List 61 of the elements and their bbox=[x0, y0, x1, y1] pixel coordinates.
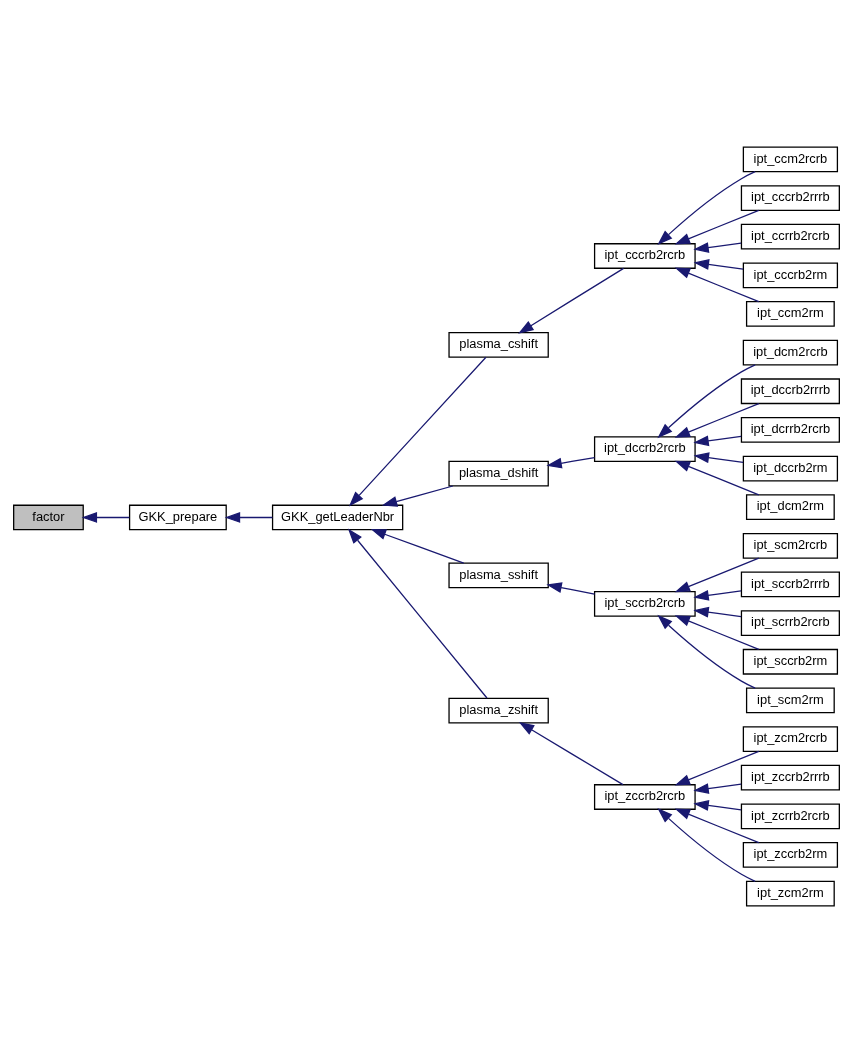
node-box: ipt_zcm2rcrb bbox=[742, 726, 839, 752]
node-box: ipt_cccrb2rrrb bbox=[740, 185, 840, 211]
node-box: factor bbox=[13, 504, 84, 531]
node-box: ipt_sccrb2rm bbox=[742, 648, 839, 675]
arrow bbox=[348, 356, 487, 507]
arrow bbox=[657, 364, 756, 439]
arrow bbox=[657, 171, 756, 245]
node-box: ipt_zccrb2rm bbox=[742, 842, 839, 868]
node-box: ipt_sccrb2rcrb bbox=[593, 590, 696, 617]
arrow bbox=[546, 456, 596, 469]
node-box: ipt_zccrb2rcrb bbox=[593, 784, 696, 810]
node-box: ipt_sccrb2rrrb bbox=[740, 571, 840, 598]
arrow bbox=[693, 242, 742, 253]
arrow bbox=[674, 402, 760, 438]
arrow bbox=[674, 557, 760, 593]
arrow bbox=[81, 512, 130, 523]
arrow bbox=[674, 750, 760, 786]
arrow bbox=[657, 808, 756, 882]
arrow bbox=[224, 512, 274, 523]
arrow bbox=[693, 452, 744, 464]
arrow bbox=[657, 614, 756, 689]
node-box: plasma_zshift bbox=[448, 697, 549, 724]
node-box: ipt_scrrb2rcrb bbox=[740, 610, 840, 636]
arrow bbox=[693, 259, 744, 270]
node-box: ipt_dcm2rcrb bbox=[742, 339, 839, 366]
node-box: ipt_dccrb2rcrb bbox=[593, 436, 696, 463]
arrow bbox=[674, 267, 760, 303]
node-box: GKK_prepare bbox=[128, 504, 227, 531]
arrow bbox=[693, 435, 742, 447]
arrow bbox=[370, 529, 465, 564]
node-box: ipt_dcm2rm bbox=[745, 494, 835, 521]
arrow bbox=[674, 808, 760, 844]
node-box: ipt_dcrrb2rcrb bbox=[740, 417, 840, 443]
arrow bbox=[518, 267, 625, 334]
node-box: ipt_cccrb2rcrb bbox=[593, 243, 696, 269]
node-box: ipt_dccrb2rrrb bbox=[740, 378, 840, 405]
arrow bbox=[381, 485, 454, 507]
arrow bbox=[674, 460, 760, 496]
arrow bbox=[693, 783, 742, 794]
node-box: plasma_cshift bbox=[448, 332, 549, 358]
node-box: ipt_zcrrb2rcrb bbox=[740, 803, 840, 830]
arrow bbox=[693, 589, 742, 601]
node-box: ipt_ccm2rm bbox=[745, 301, 835, 327]
node-box: GKK_getLeaderNbr bbox=[271, 504, 404, 531]
node-box: ipt_zcm2rm bbox=[745, 880, 835, 907]
arrow bbox=[674, 209, 760, 245]
node-box: plasma_sshift bbox=[448, 562, 549, 589]
node-box: plasma_dshift bbox=[448, 460, 549, 487]
arrow bbox=[546, 582, 596, 595]
node-box: ipt_cccrb2rm bbox=[742, 262, 839, 289]
arrow bbox=[693, 800, 742, 811]
node-box: ipt_zccrb2rrrb bbox=[740, 764, 840, 791]
arrow bbox=[347, 528, 488, 699]
node-box: ipt_dccrb2rm bbox=[742, 455, 839, 482]
arrow bbox=[693, 606, 742, 618]
arrow bbox=[518, 722, 624, 786]
node-box: ipt_scm2rm bbox=[745, 687, 835, 714]
node-box: ipt_ccm2rcrb bbox=[742, 146, 839, 173]
node-box: ipt_scm2rcrb bbox=[742, 532, 839, 559]
arrow bbox=[674, 615, 760, 651]
node-box: ipt_ccrrb2rcrb bbox=[740, 223, 840, 250]
